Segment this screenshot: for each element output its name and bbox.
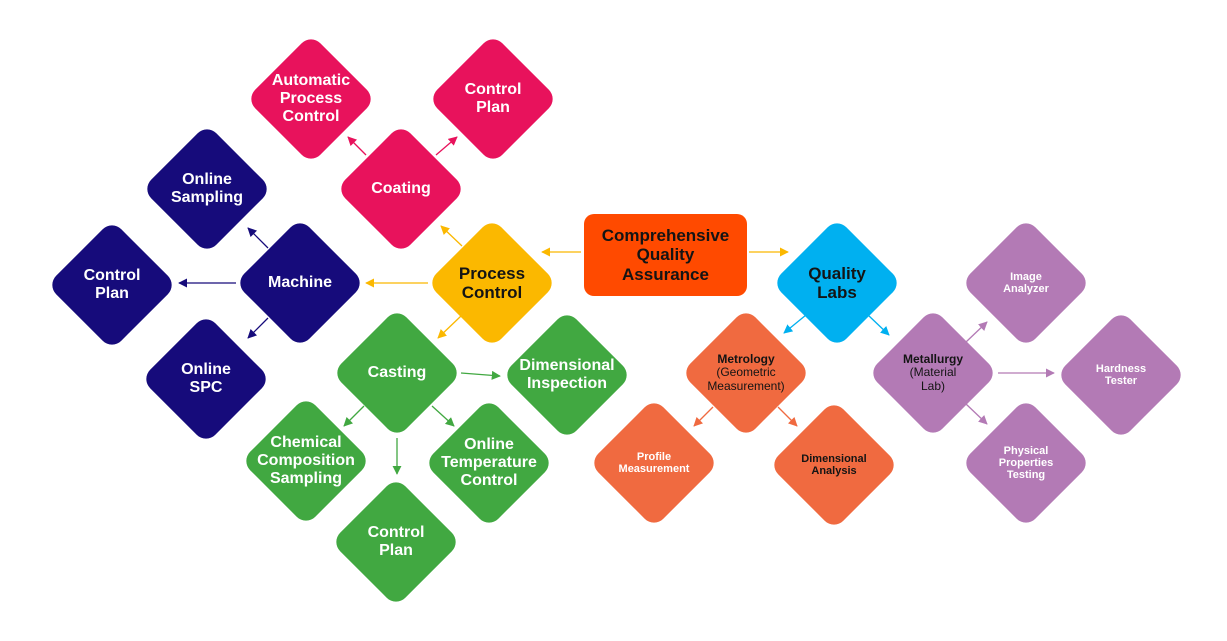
machine-control-plan-line-2: Plan xyxy=(95,285,129,302)
metallurgy-line-3: Lab) xyxy=(920,378,945,393)
physical-properties-line-3: Testing xyxy=(1006,469,1046,482)
dimensional-analysis-line-2: Analysis xyxy=(811,465,857,477)
online-sampling-line-2: Sampling xyxy=(170,189,243,206)
profile-measurement-diamond[interactable]: Profile Measurement xyxy=(589,398,719,528)
automatic-process-control-diamond[interactable]: Automatic Process Control xyxy=(246,34,376,164)
metrology-line-1: Metrology xyxy=(717,351,775,366)
dimensional-analysis-diamond[interactable]: Dimensional Analysis xyxy=(769,400,899,530)
coating-diamond[interactable]: Coating xyxy=(336,124,466,254)
hardness-tester-line-2: Tester xyxy=(1104,375,1138,387)
coating-control-plan-line-2: Plan xyxy=(476,99,510,116)
hardness-tester-line-1: Hardness xyxy=(1095,362,1147,375)
process-control-line-2: Control xyxy=(461,283,523,302)
dimensional-inspection-line-1: Dimensional xyxy=(519,357,615,375)
image-analyzer-diamond[interactable]: Image Analyzer xyxy=(961,218,1091,348)
casting-line-1: Casting xyxy=(367,364,427,382)
center-line-1: Comprehensive xyxy=(601,226,730,246)
image-analyzer-line-2: Analyzer xyxy=(1003,283,1049,295)
center-line-2: Quality xyxy=(636,245,695,265)
process-control-diamond[interactable]: Process Control xyxy=(427,218,557,348)
dimensional-inspection-diamond[interactable]: Dimensional Inspection xyxy=(502,310,632,440)
metallurgy-diamond[interactable]: Metallurgy (Material Lab) xyxy=(868,308,998,438)
metallurgy-line-1: Metallurgy xyxy=(902,351,963,366)
chemical-composition-line-1: Chemical xyxy=(270,434,342,452)
casting-control-plan-line-2: Plan xyxy=(379,542,413,559)
metrology-diamond[interactable]: Metrology (Geometric Measurement) xyxy=(681,308,811,438)
profile-measurement-line-1: Profile xyxy=(636,450,672,463)
online-sampling-diamond[interactable]: Online Sampling xyxy=(142,124,272,254)
machine-control-plan-diamond[interactable]: Control Plan xyxy=(47,220,177,350)
online-temperature-line-3: Control xyxy=(460,471,518,489)
physical-properties-line-2: Properties xyxy=(998,456,1054,469)
hardness-tester-diamond[interactable]: Hardness Tester xyxy=(1056,310,1186,440)
metrology-line-2: (Geometric xyxy=(716,365,776,380)
online-temperature-line-1: Online xyxy=(464,436,514,454)
quality-labs-line-2: Labs xyxy=(817,283,857,302)
coating-control-plan-line-1: Control xyxy=(464,81,522,99)
automatic-process-control-line-2: Process xyxy=(279,90,343,108)
chemical-composition-line-3: Sampling xyxy=(269,469,342,487)
casting-control-plan-line-1: Control xyxy=(367,524,425,542)
automatic-process-control-line-3: Control xyxy=(282,107,340,125)
automatic-process-control-line-1: Automatic xyxy=(271,72,351,90)
coating-line-1: Coating xyxy=(371,180,431,198)
online-spc-diamond[interactable]: Online SPC xyxy=(141,314,271,444)
chemical-composition-line-2: Composition xyxy=(257,452,355,470)
dimensional-inspection-line-2: Inspection xyxy=(526,375,607,392)
physical-properties-testing-diamond[interactable]: Physical Properties Testing xyxy=(961,398,1091,528)
dimensional-analysis-line-1: Dimensional xyxy=(801,452,867,465)
machine-line-1: Machine xyxy=(267,274,332,292)
profile-measurement-line-2: Measurement xyxy=(618,463,690,475)
online-spc-line-2: SPC xyxy=(189,379,223,396)
quality-labs-line-1: Quality xyxy=(808,263,866,283)
process-control-line-1: Process xyxy=(458,263,526,283)
online-spc-line-1: Online xyxy=(181,361,231,379)
comprehensive-quality-assurance-box[interactable]: Comprehensive Quality Assurance xyxy=(584,214,747,296)
online-sampling-line-1: Online xyxy=(182,171,232,189)
casting-control-plan-diamond[interactable]: Control Plan xyxy=(331,477,461,607)
physical-properties-line-1: Physical xyxy=(1003,444,1049,457)
chemical-composition-sampling-diamond[interactable]: Chemical Composition Sampling xyxy=(241,396,371,526)
metallurgy-line-2: (Material xyxy=(909,365,957,380)
machine-diamond[interactable]: Machine xyxy=(235,218,365,348)
quality-labs-diamond[interactable]: Quality Labs xyxy=(772,218,902,348)
image-analyzer-line-1: Image xyxy=(1010,270,1042,283)
online-temperature-line-2: Temperature xyxy=(441,454,537,472)
casting-diamond[interactable]: Casting xyxy=(332,308,462,438)
machine-control-plan-line-1: Control xyxy=(83,267,141,285)
center-line-3: Assurance xyxy=(622,264,709,284)
online-temperature-control-diamond[interactable]: Online Temperature Control xyxy=(424,398,554,528)
metrology-line-3: Measurement) xyxy=(707,378,785,393)
coating-control-plan-diamond[interactable]: Control Plan xyxy=(428,34,558,164)
arrow-casting-to-dimensional-inspection xyxy=(460,370,501,380)
